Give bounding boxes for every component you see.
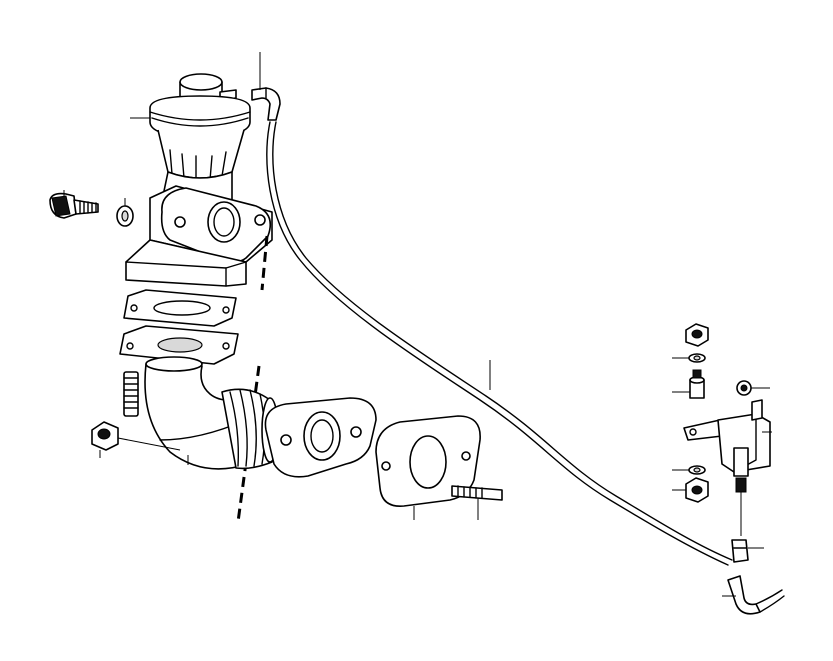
stud-right[interactable] (451, 485, 503, 520)
solenoid-valve[interactable] (672, 323, 772, 536)
vacuum-elbow[interactable] (251, 52, 281, 121)
lower-elbow[interactable] (722, 575, 785, 615)
bolt[interactable] (49, 190, 99, 219)
gasket-right[interactable] (375, 415, 481, 520)
nut[interactable] (91, 421, 181, 458)
elbow-pipe[interactable] (144, 356, 279, 470)
valve-flange[interactable] (125, 185, 273, 287)
pipe-flange[interactable] (264, 397, 377, 478)
washer[interactable] (116, 198, 134, 227)
cut-line-upper (260, 235, 269, 291)
cut-line-lower (236, 365, 261, 523)
stud[interactable] (123, 371, 139, 417)
gasket-lower[interactable] (119, 325, 239, 365)
hose-connector[interactable] (731, 539, 764, 563)
vacuum-hose[interactable] (266, 121, 733, 566)
gasket-upper[interactable] (123, 289, 237, 327)
